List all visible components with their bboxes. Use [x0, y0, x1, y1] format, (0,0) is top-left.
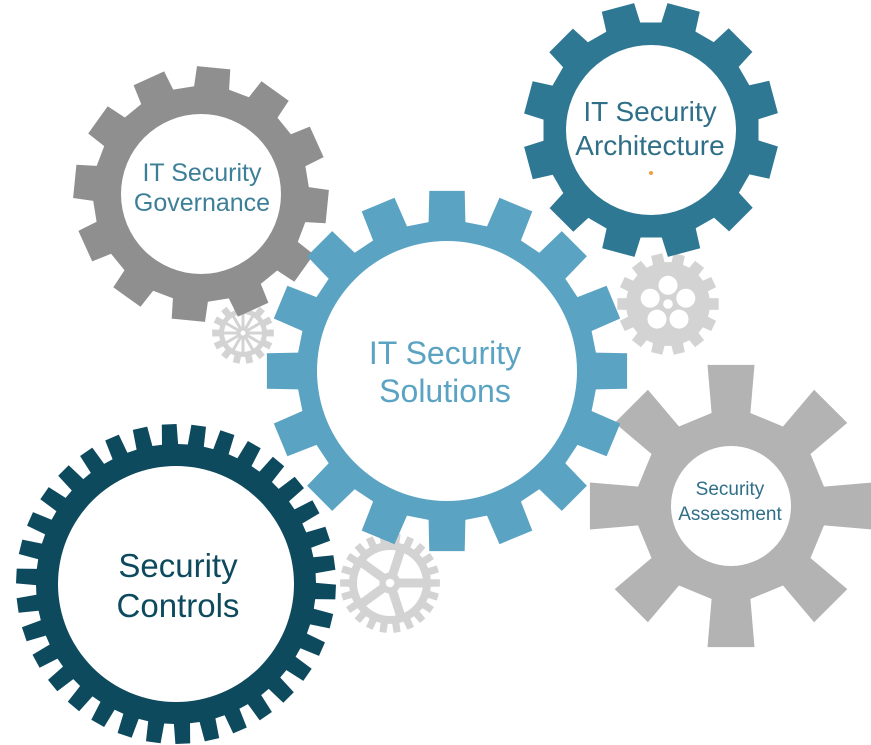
small-gear-hub-hole [663, 299, 673, 309]
governance-line-1: IT Security [142, 159, 262, 187]
small-gear-hole [676, 288, 696, 308]
small-gear-body [212, 302, 274, 364]
small-gear-hole [640, 288, 660, 308]
small-gear-left [212, 302, 274, 364]
gear-label-assessment: Security Assessment [660, 477, 800, 527]
small-gear-hub-hole [385, 578, 395, 588]
gear-governance [73, 66, 329, 322]
small-gear-hole [658, 275, 678, 295]
gear-architecture [524, 3, 778, 257]
gear-label-governance: IT Security Governance [122, 158, 282, 218]
gear-label-architecture: IT Security Architecture [560, 95, 740, 162]
controls-line-1: Security [118, 547, 238, 584]
small-gear-hole [669, 309, 689, 329]
small-gear-hub-hole [240, 330, 246, 336]
accent-dot [649, 171, 653, 175]
small-gear-hole [647, 309, 667, 329]
governance-line-2: Governance [133, 189, 271, 217]
assessment-line-2: Assessment [678, 504, 782, 526]
gear-label-controls: Security Controls [88, 546, 268, 625]
small-gear-bottom [340, 533, 440, 633]
architecture-line-2: Architecture [575, 129, 725, 161]
architecture-line-1: IT Security [583, 96, 717, 127]
solutions-line-1: IT Security [368, 335, 522, 371]
assessment-line-1: Security [695, 479, 765, 500]
gear-label-solutions: IT Security Solutions [330, 334, 560, 411]
small-gear-body [340, 533, 440, 633]
small-gear-body [617, 253, 719, 355]
solutions-line-2: Solutions [379, 373, 511, 410]
controls-line-2: Controls [116, 586, 240, 624]
gear-assessment [589, 364, 871, 648]
small-gear-right [617, 253, 719, 355]
